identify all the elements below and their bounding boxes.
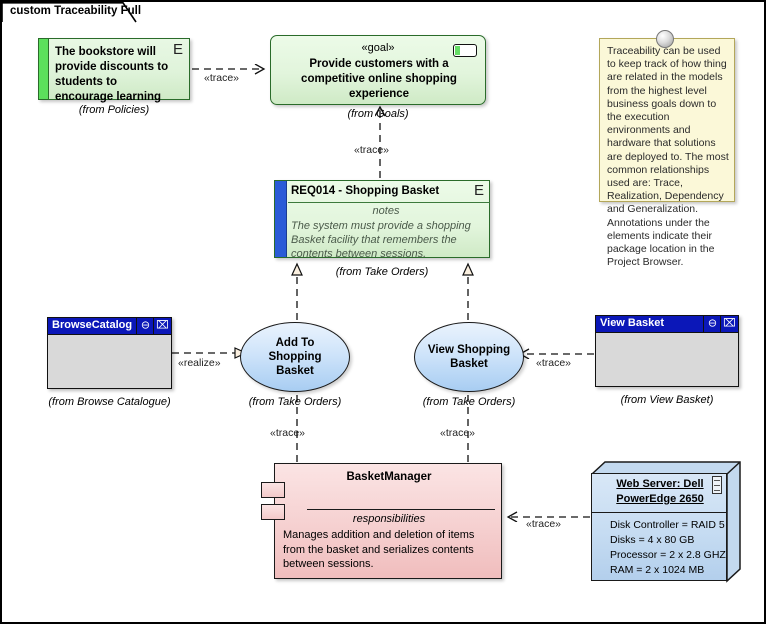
requirement-notes: The system must provide a shopping Baske…	[291, 220, 471, 260]
close-icon[interactable]: ⌧	[153, 318, 171, 334]
component-name: BasketManager	[346, 471, 432, 483]
close-icon[interactable]: ⌧	[720, 316, 738, 332]
policy-accent-bar	[39, 39, 49, 99]
usecase-label: View Shopping Basket	[427, 344, 511, 370]
goal-type-icon	[453, 44, 477, 57]
goal-icon-fill	[455, 46, 460, 55]
requirement-accent-bar	[275, 181, 287, 257]
note-text: Traceability can be used to keep track o…	[607, 45, 729, 269]
node-properties: Disk Controller = RAID 5 Disks = 4 x 80 …	[610, 518, 726, 578]
component-divider	[307, 509, 495, 511]
node-property: Disk Controller = RAID 5	[610, 519, 725, 531]
requirement-package-label: (from Take Orders)	[335, 266, 429, 278]
usecase-package-label: (from Take Orders)	[248, 396, 342, 408]
requirement-divider	[288, 202, 490, 203]
close-glyph: ⌧	[723, 317, 736, 330]
minimize-glyph: ⊖	[140, 319, 151, 332]
usecase-view-shopping-basket[interactable]: View Shopping Basket	[414, 322, 524, 392]
connector-label-realize-browse-add: «realize»	[178, 357, 221, 369]
connector-label-trace-policy-goal: «trace»	[204, 72, 240, 84]
connector-label-trace-add-component: «trace»	[270, 427, 306, 439]
diagram-tab[interactable]: custom Traceability Full	[2, 2, 142, 23]
screen-package-label: (from View Basket)	[620, 394, 714, 406]
node-web-server[interactable]: Web Server: Dell PowerEdge 2650 Disk Con…	[591, 461, 741, 583]
component-basket-manager[interactable]: BasketManager responsibilities Manages a…	[261, 463, 502, 579]
component-responsibilities: Manages addition and deletion of items f…	[283, 529, 475, 570]
component-tab-icon	[261, 482, 285, 498]
tab-outline-icon	[2, 2, 137, 23]
node-property: RAM = 2 x 1024 MB	[610, 564, 705, 576]
node-title: Web Server: Dell PowerEdge 2650	[616, 478, 704, 505]
element-type-icon: E	[473, 182, 484, 199]
connector-label-trace-node-component: «trace»	[526, 518, 562, 530]
minimize-glyph: ⊖	[707, 317, 718, 330]
component-responsibilities-label: responsibilities	[352, 513, 426, 525]
connector-label-trace-goal-req: «trace»	[354, 144, 390, 156]
close-glyph: ⌧	[156, 319, 169, 332]
screen-titlebar: View Basket ⊖ ⌧	[596, 316, 738, 333]
goal-package-label: (from Goals)	[347, 108, 409, 120]
server-icon	[712, 476, 722, 494]
goal-element[interactable]: «goal» Provide customers with a competit…	[270, 35, 486, 105]
requirement-req014[interactable]: REQ014 - Shopping Basket E notes The sys…	[274, 180, 490, 260]
policy-package-label: (from Policies)	[78, 104, 150, 116]
policy-text: The bookstore will provide discounts to …	[55, 46, 169, 103]
usecase-package-label: (from Take Orders)	[422, 396, 516, 408]
goal-name: Provide customers with a competitive onl…	[301, 58, 457, 100]
node-property: Disks = 4 x 80 GB	[610, 534, 695, 546]
requirement-notes-label: notes	[372, 205, 400, 217]
diagram-tab-label: custom Traceability Full	[10, 5, 142, 17]
minimize-icon[interactable]: ⊖	[136, 318, 154, 334]
goal-stereotype: «goal»	[361, 42, 395, 54]
diagram-note[interactable]: Traceability can be used to keep track o…	[599, 38, 735, 268]
requirement-title: REQ014 - Shopping Basket	[291, 185, 440, 197]
connector-label-trace-viewbasket-view: «trace»	[536, 357, 572, 369]
node-divider	[592, 512, 726, 514]
note-pin-icon	[656, 30, 674, 48]
node-face: Web Server: Dell PowerEdge 2650 Disk Con…	[591, 473, 727, 581]
element-type-icon: E	[172, 41, 183, 58]
minimize-icon[interactable]: ⊖	[703, 316, 721, 332]
connector-label-trace-view-component: «trace»	[440, 427, 476, 439]
requirement-policy[interactable]: The bookstore will provide discounts to …	[38, 38, 190, 103]
screen-title-label: View Basket	[600, 317, 665, 329]
component-tab-icon	[261, 504, 285, 520]
usecase-add-to-shopping-basket[interactable]: Add To Shopping Basket	[240, 322, 350, 392]
usecase-label: Add To Shopping Basket	[268, 337, 322, 377]
screen-view-basket[interactable]: View Basket ⊖ ⌧	[595, 315, 739, 387]
node-property: Processor = 2 x 2.8 GHZ	[610, 549, 726, 561]
screen-package-label: (from Browse Catalogue)	[48, 396, 171, 408]
